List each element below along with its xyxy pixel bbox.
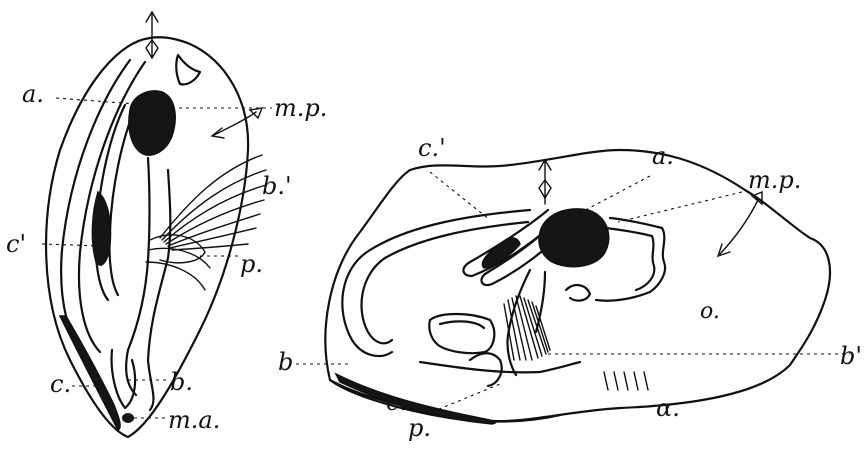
- right-leader-a: [578, 176, 650, 214]
- right-central-column: [507, 270, 530, 375]
- right-inner-loop-2: [606, 228, 654, 290]
- right-label-a: a.: [652, 142, 674, 170]
- left-label-mp: m.p.: [274, 94, 327, 122]
- right-label-b-prime: b': [840, 342, 862, 370]
- right-label-c-prime: c.': [418, 134, 446, 162]
- right-black-mass: [539, 209, 609, 267]
- right-lower-connective: [420, 362, 580, 372]
- left-label-b-prime: b.': [262, 172, 292, 200]
- right-leader-cprime: [430, 172, 490, 220]
- left-muscle-spot: [122, 413, 134, 423]
- right-lower-lobe-inner: [440, 321, 484, 328]
- right-label-mp: m.p.: [748, 166, 801, 194]
- right-byssus-bundle: [504, 296, 550, 360]
- left-mp-arrow: [214, 112, 256, 135]
- left-label-b: b.: [170, 368, 193, 396]
- right-tick-marks: [604, 372, 648, 390]
- right-leader-p: [432, 384, 500, 412]
- left-mp-arrow-feather: [250, 108, 262, 118]
- left-central-column-right: [148, 170, 170, 410]
- right-label-alpha: α.: [656, 394, 680, 422]
- right-central-column-2: [536, 272, 545, 332]
- left-label-p: p.: [240, 250, 263, 278]
- right-label-b: b: [278, 348, 293, 376]
- right-label-c: c.: [386, 388, 407, 416]
- left-label-c: c.: [50, 370, 71, 398]
- left-dark-organ: [92, 192, 110, 265]
- right-label-o: o.: [700, 299, 720, 324]
- right-figure: c.' a. m.p. o. b b' c. p. α.: [278, 134, 862, 442]
- right-mp-arrow: [720, 200, 758, 254]
- left-label-a: a.: [22, 80, 44, 108]
- left-leader-cprime: [42, 244, 100, 246]
- left-foot-lobe: [112, 350, 136, 408]
- left-central-column: [126, 158, 149, 395]
- left-label-c-prime: c': [6, 230, 26, 258]
- right-lower-lobe: [429, 314, 494, 353]
- left-black-mass: [129, 91, 175, 155]
- left-top-structure: [176, 55, 200, 84]
- left-pedal-curves: [146, 235, 210, 290]
- left-byssus-fibers: [160, 155, 266, 250]
- right-leader-mp: [618, 192, 742, 222]
- left-label-ma: m.a.: [168, 406, 220, 434]
- right-label-p: p.: [408, 414, 431, 442]
- right-small-loop: [566, 285, 590, 301]
